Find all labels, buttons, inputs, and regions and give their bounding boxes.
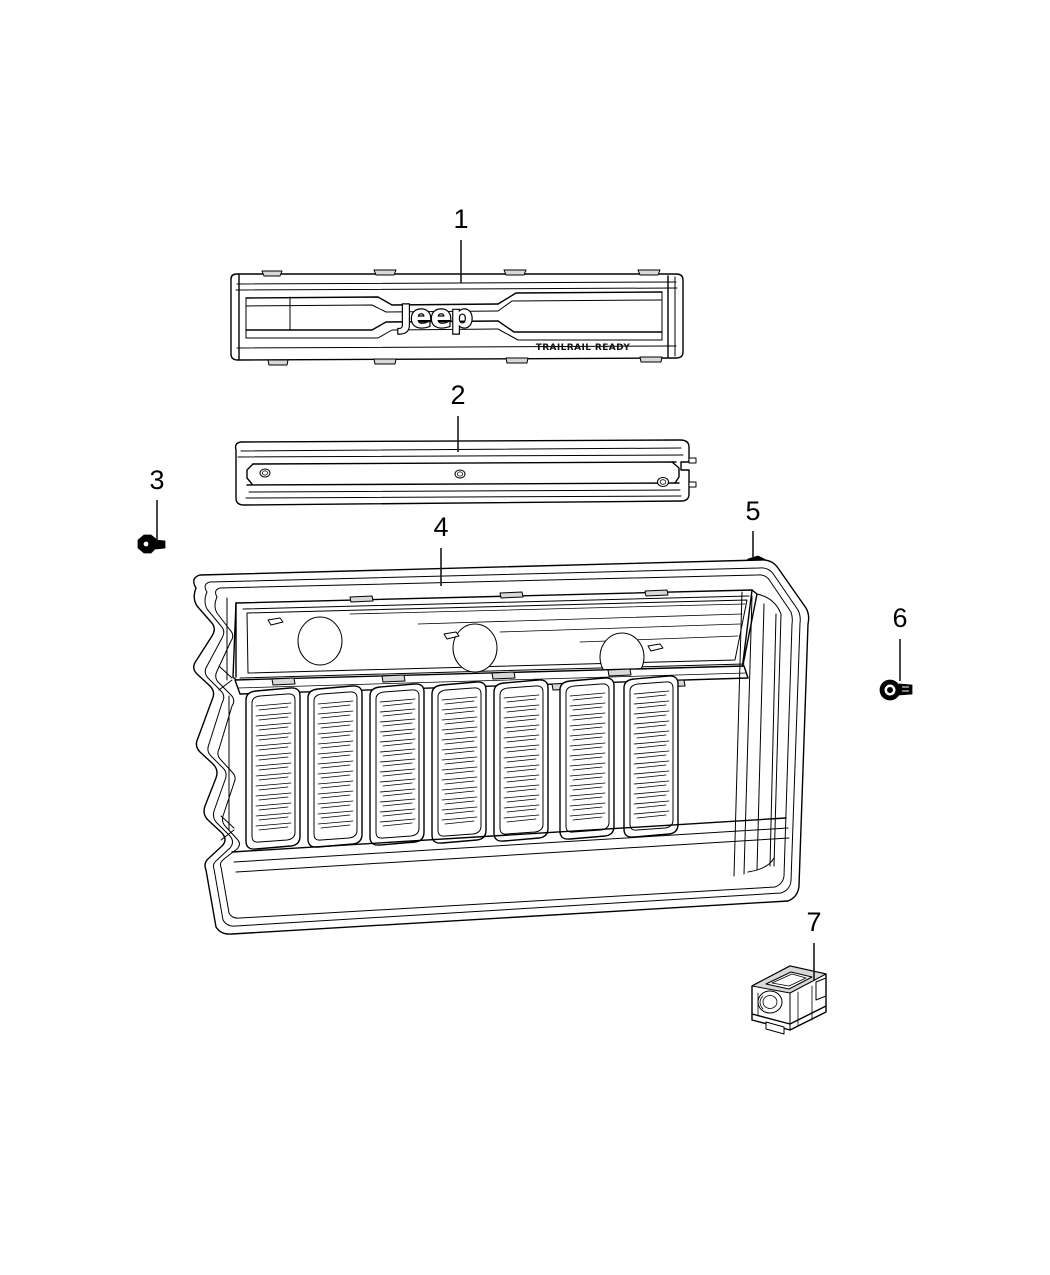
bracket-mounting-holes <box>259 468 669 487</box>
callout-numbers: 1 2 3 4 5 6 7 <box>149 204 907 937</box>
callout-number-1: 1 <box>453 204 468 234</box>
grille-slot <box>559 677 615 840</box>
jeep-brand-text: Jeep <box>398 299 472 335</box>
part-1-grille-upper-trim-bar[interactable]: Jeep TRAILRAIL READY <box>230 269 684 366</box>
grille-slots <box>245 675 679 850</box>
grille-slot <box>307 685 363 848</box>
part-7-latch-striker-housing[interactable] <box>751 965 827 1035</box>
trail-ready-badge-text: TRAILRAIL READY <box>536 343 631 353</box>
grille-slot <box>493 679 549 842</box>
grille-slot <box>369 683 425 846</box>
part-2-grille-support-bracket[interactable] <box>234 439 697 506</box>
grille-slot <box>431 681 487 844</box>
upper-edge-nubs <box>349 589 669 603</box>
upper-bay-fastener-bosses <box>267 617 664 652</box>
callout-leaders <box>156 240 901 980</box>
part-6-screw-washer-head[interactable] <box>879 679 913 701</box>
grille-slot <box>623 675 679 838</box>
callout-number-2: 2 <box>450 380 465 410</box>
grille-slot <box>245 687 301 850</box>
callout-number-3: 3 <box>149 465 164 495</box>
callout-number-5: 5 <box>745 496 760 526</box>
callout-number-4: 4 <box>433 512 448 542</box>
part-4-grille-panel-assembly[interactable] <box>193 559 810 935</box>
callout-number-6: 6 <box>892 603 907 633</box>
callout-number-7: 7 <box>806 907 821 937</box>
part-3-screw-hex-flange[interactable] <box>137 534 166 554</box>
